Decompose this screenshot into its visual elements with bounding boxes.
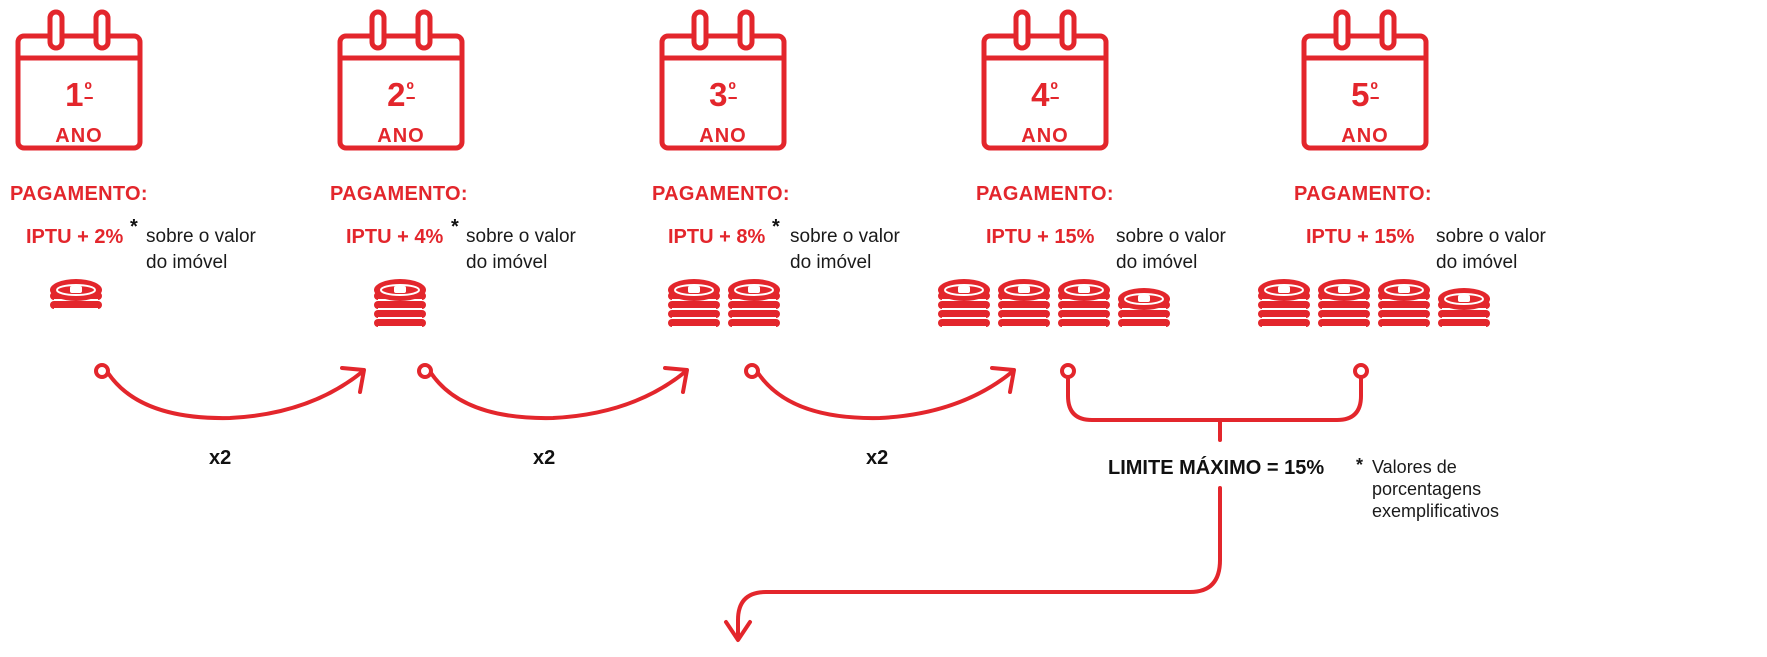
year-number: 1º <box>65 76 93 113</box>
footnote: * Valores de porcentagens exemplificativ… <box>1356 455 1500 522</box>
calendar-icon: 3º ANO <box>658 8 788 152</box>
year-number: 5º <box>1351 76 1379 113</box>
year-number: 4º <box>1031 76 1059 113</box>
year-number: 2º <box>387 76 415 113</box>
curved-arrow-icon <box>94 363 366 421</box>
calendar-icon: 5º ANO <box>1300 8 1430 152</box>
coin-stack-icon <box>1116 284 1172 342</box>
calendar-icon: 2º ANO <box>336 8 466 152</box>
curved-arrow-icon <box>744 363 1016 421</box>
payment-label: PAGAMENTO: <box>330 183 468 205</box>
coin-stack-icon <box>48 275 104 324</box>
coin-stack-icon <box>1056 275 1112 342</box>
coin-stack-icon <box>372 275 428 342</box>
footnote-asterisk: * <box>1356 455 1364 475</box>
calendar-icon: 4º ANO <box>980 8 1110 152</box>
year-label: ANO <box>1021 125 1069 147</box>
year-number: 3º <box>709 76 737 113</box>
year-4: 4º ANO PAGAMENTO: IPTU + 15% sobre o val… <box>938 0 1296 340</box>
curved-arrow-icon <box>417 363 689 421</box>
coin-stacks <box>372 275 432 342</box>
rate-asterisk: * <box>130 216 138 238</box>
payment-label: PAGAMENTO: <box>652 183 790 205</box>
multiplier-label: x2 <box>209 447 232 469</box>
coin-stacks <box>666 275 786 342</box>
limit-bracket <box>1060 363 1369 442</box>
rate-asterisk: * <box>451 216 459 238</box>
year-label: ANO <box>377 125 425 147</box>
year-label: ANO <box>699 125 747 147</box>
footnote-line: exemplificativos <box>1372 501 1500 521</box>
year-3: 3º ANO PAGAMENTO: IPTU + 8% * sobre o va… <box>642 0 972 340</box>
multiplier-label: x2 <box>866 447 889 469</box>
rate-asterisk: * <box>772 216 780 238</box>
payment-rate: IPTU + 15% <box>986 226 1095 248</box>
payment-rate: IPTU + 4% <box>346 226 444 248</box>
coin-stack-icon <box>726 275 782 342</box>
coin-stack-icon <box>1256 275 1312 342</box>
year-1: 1º ANO PAGAMENTO: IPTU + 2% * sobre o va… <box>0 0 330 340</box>
footnote-line: Valores de <box>1372 457 1457 477</box>
payment-label: PAGAMENTO: <box>1294 183 1432 205</box>
multiplier-label: x2 <box>533 447 556 469</box>
coin-stack-icon <box>1376 275 1432 342</box>
coin-stack-icon <box>666 275 722 342</box>
coin-stack-icon <box>996 275 1052 342</box>
coin-stack-icon <box>936 275 992 342</box>
coin-stack-icon <box>1436 284 1492 342</box>
year-5: 5º ANO PAGAMENTO: IPTU + 15% sobre o val… <box>1258 0 1618 340</box>
payment-label: PAGAMENTO: <box>10 183 148 205</box>
year-label: ANO <box>1341 125 1389 147</box>
coin-stack-icon <box>1316 275 1372 342</box>
payment-rate: IPTU + 8% <box>668 226 766 248</box>
limit-label: LIMITE MÁXIMO = 15% <box>1108 457 1325 479</box>
payment-label: PAGAMENTO: <box>976 183 1114 205</box>
curved-arrow-icon <box>724 486 1222 642</box>
coin-stacks <box>1256 275 1496 342</box>
payment-rate: IPTU + 15% <box>1306 226 1415 248</box>
coin-stacks <box>48 275 108 324</box>
calendar-icon: 1º ANO <box>14 8 144 152</box>
coin-stacks <box>936 275 1176 342</box>
footnote-line: porcentagens <box>1372 479 1482 499</box>
year-label: ANO <box>55 125 103 147</box>
year-2: 2º ANO PAGAMENTO: IPTU + 4% * sobre o va… <box>320 0 650 340</box>
payment-rate: IPTU + 2% <box>26 226 124 248</box>
